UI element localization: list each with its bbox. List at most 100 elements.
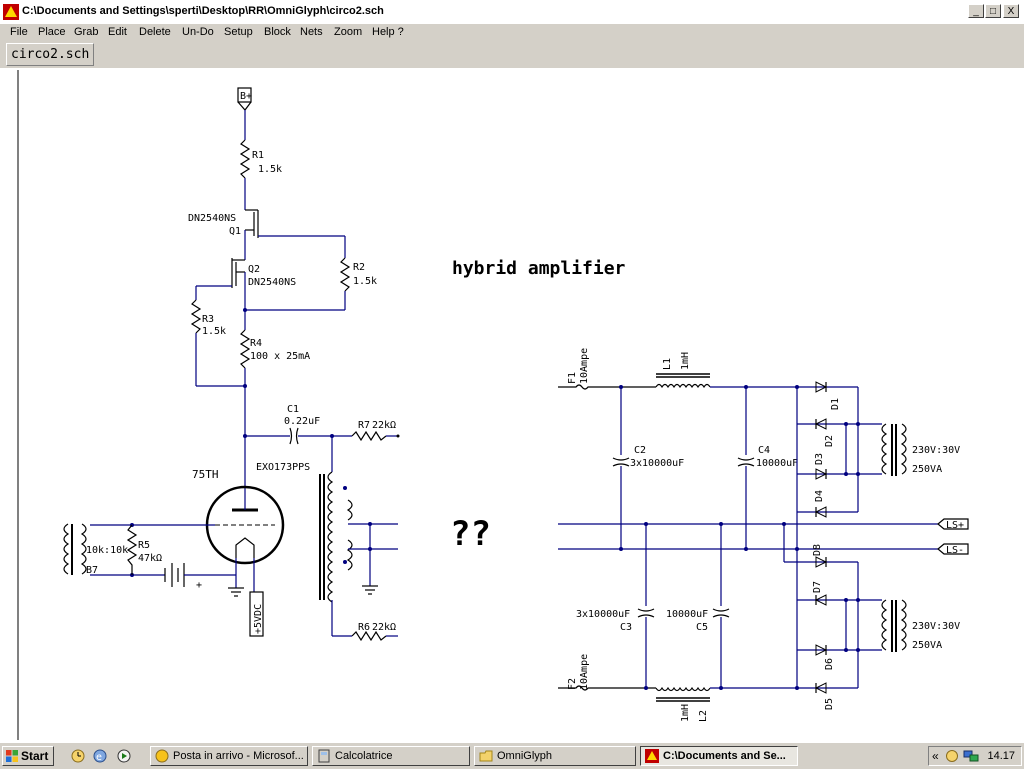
fuse-f2[interactable] (558, 685, 656, 691)
menu-place[interactable]: Place (38, 26, 66, 38)
task-posta[interactable]: Posta in arrivo - Microsof... (150, 746, 308, 766)
minimize-button[interactable]: _ (968, 4, 984, 18)
resistor-r7[interactable] (351, 430, 387, 442)
d8-label: D8 (812, 544, 823, 556)
diode-d4[interactable] (814, 506, 827, 518)
omniglyph-app-icon[interactable] (3, 4, 19, 20)
c5-label: C5 (696, 622, 708, 633)
file-tab-circo2[interactable]: circo2.sch (6, 43, 95, 66)
quicklaunch-clock-icon[interactable] (70, 748, 86, 764)
menu-block[interactable]: Block (264, 26, 291, 38)
tray-clock[interactable]: 14.17 (987, 750, 1015, 762)
capacitor-c5[interactable] (712, 608, 730, 618)
task-posta-label: Posta in arrivo - Microsof... (173, 750, 304, 762)
svg-text:+5VDC: +5VDC (253, 604, 264, 634)
xfmr-label: EXO173PPS (256, 462, 310, 473)
system-tray: « 14.17 (928, 746, 1022, 766)
menu-nets[interactable]: Nets (300, 26, 323, 38)
menu-grab[interactable]: Grab (74, 26, 99, 38)
diode-d7[interactable] (814, 594, 827, 606)
d6-label: D6 (824, 658, 835, 670)
c4-value: 10000uF (756, 458, 798, 469)
b7-label: B7 (86, 565, 98, 576)
task-omniglyph-schematic[interactable]: C:\Documents and Se... (640, 746, 798, 766)
inductor-l2[interactable] (655, 686, 711, 702)
svg-text:B+: B+ (240, 91, 252, 102)
task-calcolatrice[interactable]: Calcolatrice (312, 746, 470, 766)
resistor-r5[interactable] (126, 524, 138, 575)
l1-value: 1mH (680, 352, 691, 370)
d4-label: D4 (814, 490, 825, 502)
mosfet-q2[interactable] (196, 258, 245, 288)
d3-label: D3 (814, 453, 825, 465)
menu-zoom[interactable]: Zoom (334, 26, 363, 38)
resistor-r3[interactable] (190, 299, 202, 334)
menu-file[interactable]: File (10, 26, 28, 38)
svg-text:LS-: LS- (946, 545, 964, 556)
c3-label: C3 (620, 622, 632, 633)
diode-d3[interactable] (815, 468, 828, 480)
diode-d6[interactable] (815, 644, 828, 656)
capacitor-c3[interactable] (637, 608, 655, 618)
diode-d2[interactable] (814, 418, 827, 430)
menu-undo[interactable]: Un-Do (182, 26, 214, 38)
outlook-icon (155, 749, 169, 763)
menu-delete[interactable]: Delete (139, 26, 171, 38)
bplus-terminal[interactable]: B+ (237, 87, 252, 111)
ls-minus-terminal[interactable]: LS- (937, 543, 969, 556)
schematic-drawing[interactable]: .w{stroke:#000080;stroke-width:1.2;fill:… (0, 68, 1024, 742)
q1-label: Q1 (229, 226, 241, 237)
close-button[interactable]: X (1003, 4, 1019, 18)
capacitor-c1[interactable] (289, 427, 299, 445)
resistor-r2[interactable] (339, 257, 351, 292)
output-transformer[interactable] (319, 471, 353, 603)
menu-help[interactable]: Help ? (372, 26, 404, 38)
r2-value: 1.5k (353, 276, 377, 287)
fuse-f1[interactable] (558, 384, 656, 390)
title-bar: C:\Documents and Settings\sperti\Desktop… (0, 0, 1024, 25)
d2-label: D2 (824, 435, 835, 447)
power-transformer-1[interactable] (881, 423, 907, 476)
battery[interactable] (164, 563, 185, 587)
quicklaunch-media-icon[interactable] (116, 748, 132, 764)
diode-d8[interactable] (815, 556, 828, 568)
r2-label: R2 (353, 262, 365, 273)
question-marks: ?? (450, 514, 491, 554)
schematic-canvas[interactable]: .w{stroke:#000080;stroke-width:1.2;fill:… (0, 68, 1024, 742)
maximize-button[interactable]: □ (985, 4, 1001, 18)
menu-bar: File Place Grab Edit Delete Un-Do Setup … (0, 24, 1024, 42)
tray-clock-icon[interactable] (945, 749, 959, 763)
q2-part: DN2540NS (248, 277, 296, 288)
r3-value: 1.5k (202, 326, 226, 337)
input-transformer[interactable] (63, 523, 87, 575)
r5-label: R5 (138, 540, 150, 551)
tube-label: 75TH (192, 468, 219, 481)
menu-edit[interactable]: Edit (108, 26, 127, 38)
quicklaunch-outlook-icon[interactable]: e (92, 748, 108, 764)
vdc-terminal[interactable]: +5VDC (249, 591, 264, 637)
diode-d1[interactable] (815, 381, 828, 393)
tray-network-icon[interactable] (963, 749, 979, 763)
c4-label: C4 (758, 445, 770, 456)
c2-label: C2 (634, 445, 646, 456)
power-transformer-2[interactable] (881, 599, 907, 652)
tray-expand-arrow[interactable]: « (932, 749, 939, 763)
window-title: C:\Documents and Settings\sperti\Desktop… (22, 5, 384, 17)
capacitor-c4[interactable] (737, 457, 755, 467)
ls-plus-terminal[interactable]: LS+ (937, 518, 969, 531)
capacitor-c2[interactable] (612, 457, 630, 467)
menu-setup[interactable]: Setup (224, 26, 253, 38)
mosfet-q1[interactable] (245, 209, 345, 238)
resistor-r1[interactable] (239, 139, 251, 179)
battery-plus: + (196, 580, 202, 591)
calculator-icon (318, 749, 330, 763)
resistor-r6[interactable] (351, 630, 387, 642)
inductor-l1[interactable] (655, 373, 711, 389)
task-omniglyph-label: OmniGlyph (497, 750, 553, 762)
task-omniglyph-folder[interactable]: OmniGlyph (474, 746, 636, 766)
diode-d5[interactable] (814, 682, 827, 694)
start-button[interactable]: Start (2, 746, 54, 766)
r1-label: R1 (252, 150, 264, 161)
resistor-r4[interactable] (239, 329, 251, 369)
task-schematic-label: C:\Documents and Se... (663, 750, 786, 762)
